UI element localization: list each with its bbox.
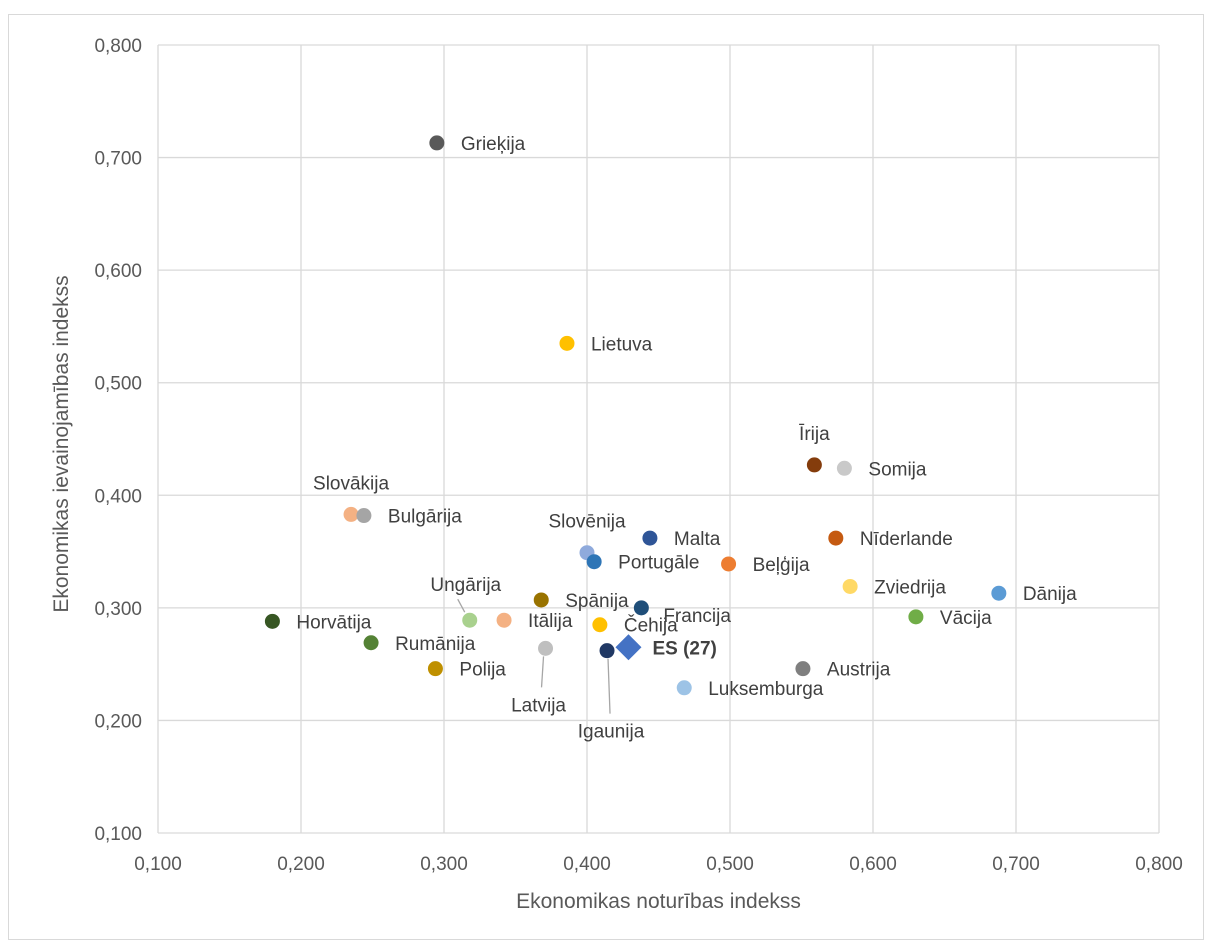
- y-tick-label: 0,400: [94, 486, 142, 507]
- data-point: [908, 609, 924, 625]
- point-label: Francija: [663, 606, 731, 627]
- data-point: [642, 530, 658, 546]
- point-label: Horvātija: [296, 612, 371, 633]
- data-point: [842, 578, 858, 594]
- leader-line: [457, 598, 466, 613]
- y-tick-label: 0,800: [94, 36, 142, 57]
- x-tick-label: 0,300: [420, 854, 468, 875]
- data-point: [356, 508, 372, 524]
- data-point: [586, 554, 602, 570]
- x-tick-label: 0,700: [992, 854, 1040, 875]
- point-label: Luksemburga: [708, 679, 824, 700]
- gridlines: [157, 44, 1160, 834]
- x-tick-label: 0,200: [277, 854, 325, 875]
- x-tick-label: 0,600: [849, 854, 897, 875]
- point-label: Zviedrija: [874, 577, 946, 598]
- data-point: [429, 135, 445, 151]
- data-points: [264, 135, 1007, 696]
- y-tick-label: 0,300: [94, 599, 142, 620]
- point-label: Dānija: [1023, 584, 1077, 605]
- point-label: Latvija: [511, 695, 566, 716]
- point-label: Somija: [868, 459, 927, 480]
- x-tick-label: 0,400: [563, 854, 611, 875]
- data-point: [806, 457, 822, 473]
- data-point: [676, 680, 692, 696]
- point-label: Grieķija: [461, 134, 526, 155]
- leader-line: [540, 656, 545, 688]
- x-axis-ticks: 0,100 0,200 0,300 0,400 0,500 0,600 0,700 0,800: [134, 854, 1183, 875]
- point-label: Nīderlande: [860, 529, 953, 550]
- data-point: [533, 592, 549, 608]
- point-label: Spānija: [565, 591, 629, 612]
- x-tick-label: 0,500: [706, 854, 754, 875]
- y-tick-label: 0,100: [94, 824, 142, 845]
- point-label: Īrija: [799, 424, 830, 445]
- data-point: [264, 613, 280, 629]
- y-tick-label: 0,600: [94, 261, 142, 282]
- data-point: [721, 556, 737, 572]
- y-axis-title: Ekonomikas ievainojamības indekss: [50, 275, 73, 612]
- point-label: Slovākija: [313, 473, 389, 494]
- data-point: [427, 661, 443, 677]
- point-label: Polija: [459, 660, 506, 681]
- y-tick-label: 0,500: [94, 374, 142, 395]
- data-point: [633, 600, 649, 616]
- data-point: [828, 530, 844, 546]
- point-label: Igaunija: [578, 722, 645, 743]
- point-label: Itālija: [528, 611, 573, 632]
- data-point: [836, 460, 852, 476]
- data-point: [795, 661, 811, 677]
- x-tick-label: 0,800: [1135, 854, 1183, 875]
- point-label: Čehija: [624, 615, 678, 637]
- point-label: Ungārija: [430, 575, 501, 596]
- data-point: [592, 617, 608, 633]
- data-point: [991, 585, 1007, 601]
- eu-average-label: ES (27): [652, 638, 716, 659]
- y-tick-label: 0,700: [94, 149, 142, 170]
- point-label: Beļģija: [753, 555, 810, 576]
- data-point: [363, 635, 379, 651]
- point-label: Lietuva: [591, 334, 653, 355]
- data-point: [538, 640, 554, 656]
- point-label: Bulgārija: [388, 507, 462, 528]
- data-point: [559, 335, 575, 351]
- x-tick-label: 0,100: [134, 854, 182, 875]
- point-labels: GrieķijaLietuvaĪrijaSomijaSlovākijaBulgā…: [296, 134, 1077, 743]
- point-label: Portugāle: [618, 553, 699, 574]
- data-point: [496, 612, 512, 628]
- point-label: Rumānija: [395, 634, 476, 655]
- data-point: [462, 612, 478, 628]
- eu-average-marker: [615, 634, 642, 661]
- point-label: Slovēnija: [548, 512, 626, 533]
- leader-lines: [457, 598, 611, 714]
- point-label: Vācija: [940, 608, 992, 629]
- point-label: Malta: [674, 529, 721, 550]
- data-point: [343, 506, 359, 522]
- data-point: [599, 643, 615, 659]
- leader-line: [607, 658, 611, 714]
- point-label: Austrija: [827, 660, 891, 681]
- chart-frame: [8, 14, 1204, 940]
- x-axis-title: Ekonomikas noturības indekss: [516, 890, 801, 913]
- y-axis-ticks: 0,100 0,200 0,300 0,400 0,500 0,600 0,700 0,800: [94, 36, 142, 845]
- y-tick-label: 0,200: [94, 711, 142, 732]
